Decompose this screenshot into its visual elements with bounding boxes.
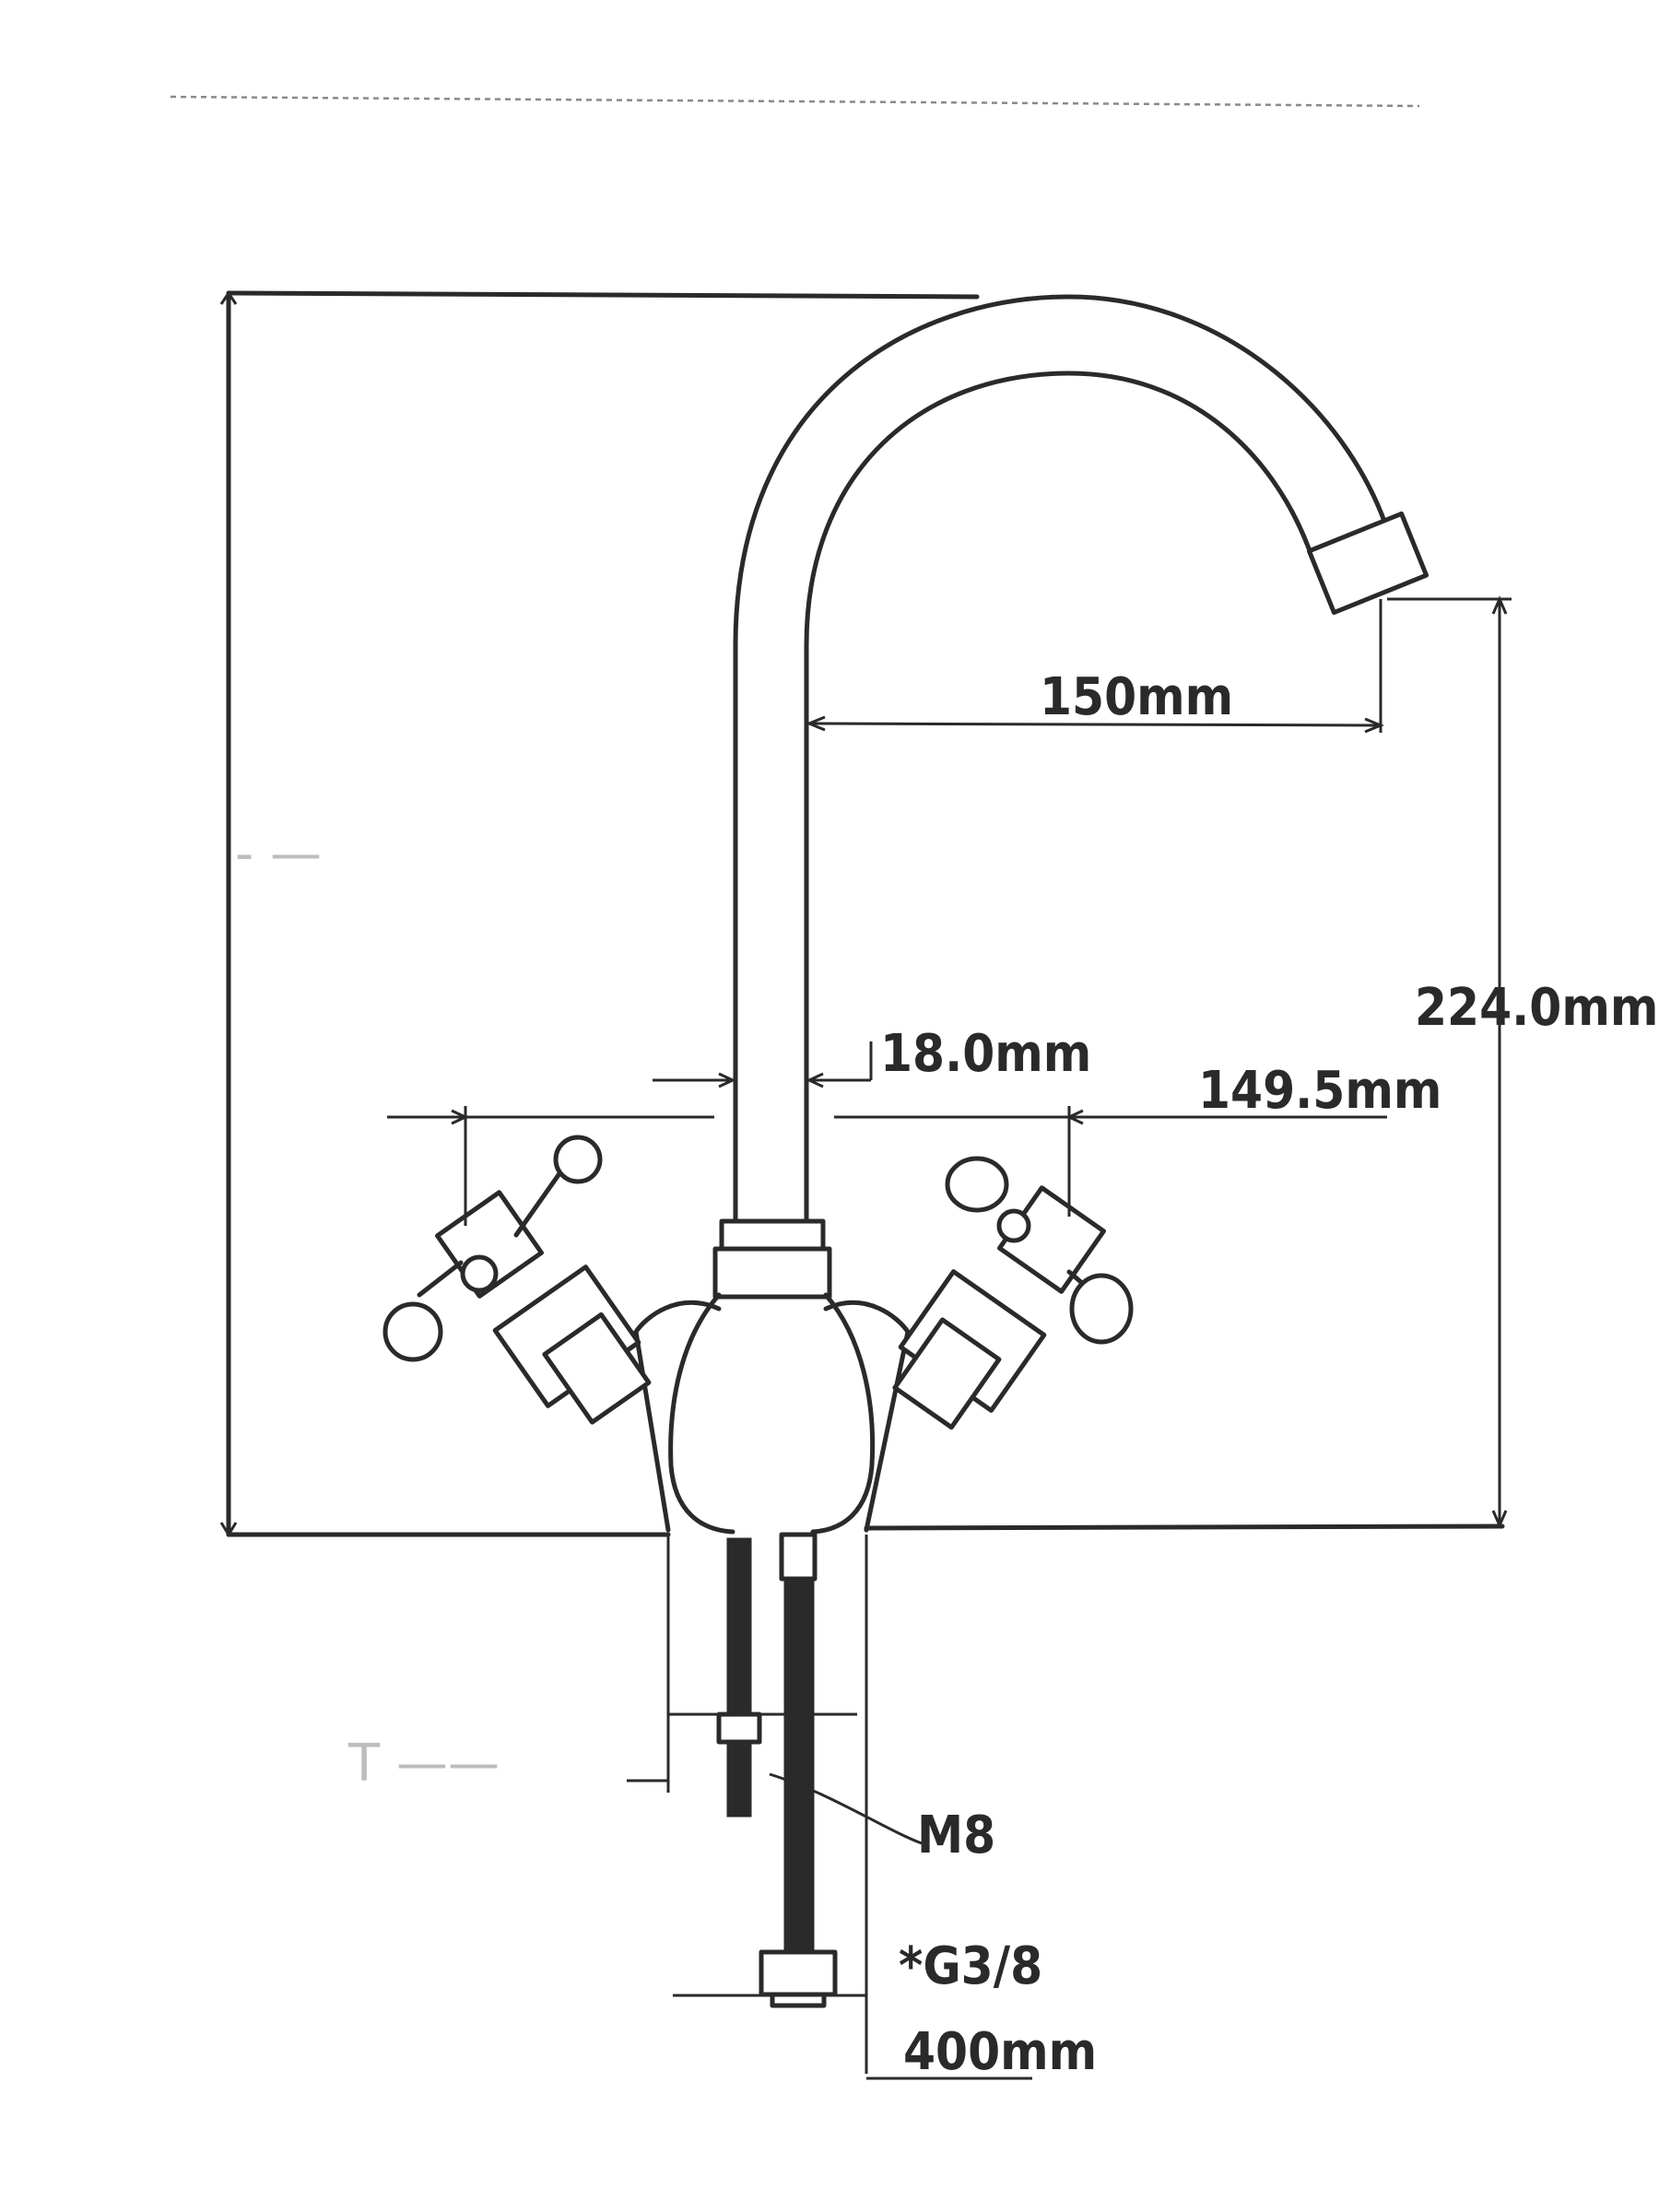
label-stud-thread: M8 (917, 1806, 995, 1865)
label-spout-diameter: 18.0mm (880, 1024, 1091, 1084)
right-valve-handle (892, 1156, 1134, 1430)
label-spout-height: 224.0mm (1415, 978, 1658, 1038)
dimension-handle-spread: 149.5mm (387, 1061, 1441, 1226)
label-hose-thread: *G3/8 (899, 1936, 1042, 1996)
spout (733, 294, 1430, 1224)
left-valve-handle (382, 1135, 652, 1425)
dimension-spout-diameter: 18.0mm (653, 1024, 1091, 1088)
mounting-stud (716, 1537, 762, 1818)
label-handle-spread: 149.5mm (1198, 1061, 1441, 1121)
dimension-frame (219, 290, 1505, 1537)
flexible-hose (759, 1532, 838, 2008)
faucet-body (633, 1218, 911, 1535)
faded-left-label: - — (235, 824, 322, 884)
label-hose-length: 400mm (903, 2022, 1097, 2082)
lower-guide-lines (666, 1535, 1032, 2080)
dimension-spout-height: 224.0mm (1387, 595, 1658, 1529)
faded-stud-dimension: T —— (347, 1734, 668, 1794)
callout-stud-thread: M8 (769, 1772, 995, 1865)
dimension-spout-reach: 150mm (806, 599, 1384, 734)
label-spout-reach: 150mm (1040, 667, 1233, 727)
faded-lower-left-label: T —— (347, 1734, 500, 1794)
aerator-nozzle (1306, 511, 1430, 616)
top-border-line (170, 95, 1420, 108)
